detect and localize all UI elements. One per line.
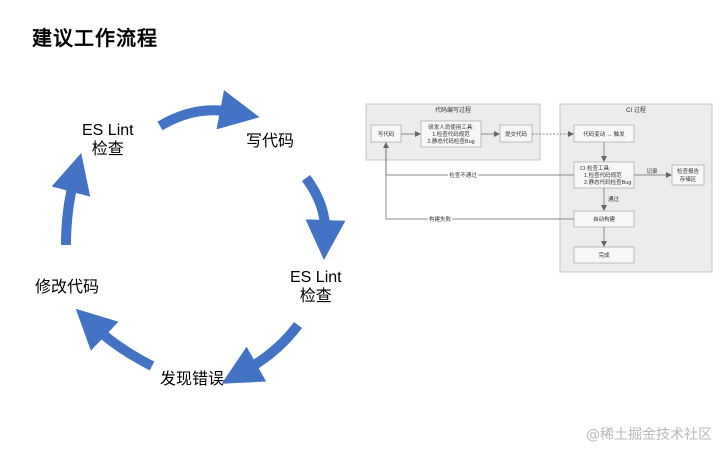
node-ci-check-line2: 1.检查代码规范 — [584, 171, 622, 179]
cycle-step-eslint-check-top: ES Lint 检查 — [82, 121, 134, 159]
node-dev-tools — [420, 120, 482, 148]
node-ci-check-line3: 2.静态代码检查Bug — [584, 178, 631, 186]
cycle-step-fix-code: 修改代码 — [35, 279, 100, 296]
edge-record-label: 记录 — [646, 167, 658, 175]
node-done-text: 完成 — [598, 251, 610, 259]
cycle-arrow-to-eslint-check-top — [51, 152, 91, 246]
panel-ci-title: CI 过程 — [626, 106, 646, 114]
node-report — [671, 164, 705, 186]
cycle-arrow-to-find-errors — [221, 321, 303, 384]
node-done — [573, 246, 635, 264]
edge-build-failed-label: 构建失败 — [429, 215, 452, 223]
edge-build-failed — [385, 143, 574, 220]
node-submit-code-text: 提交代码 — [505, 130, 528, 138]
cycle-arrow-to-fix-code — [75, 308, 155, 371]
page-title: 建议工作流程 — [32, 28, 158, 50]
node-ci-check-line1: CI 检查工具: — [580, 164, 611, 172]
cycle-step-write-code: 写代码 — [246, 133, 295, 150]
cycle-step-eslint-check: ES Lint 检查 — [290, 268, 342, 306]
node-report-line1: 检查报告 — [677, 167, 700, 175]
edge-pass-label: 通过 — [608, 195, 620, 203]
cycle-step-eslint-check-text: ES Lint 检查 — [290, 269, 342, 305]
node-auto-build-text: 自动构建 — [593, 215, 616, 223]
panel-code-writing-title: 代码编写过程 — [435, 106, 471, 114]
node-dev-tools-line1: 研发人员使用工具: — [428, 123, 474, 131]
cycle-arrow-to-eslint-check — [301, 175, 346, 260]
node-dev-tools-line3: 2.静态代码检查Bug — [427, 137, 474, 145]
node-write-code-text: 写代码 — [378, 130, 395, 138]
node-submit-code — [499, 124, 533, 143]
cycle-arrow-to-write-code — [157, 90, 260, 131]
node-code-change-text: 代码变动 → 触发 — [583, 130, 625, 138]
cycle-step-find-errors: 发现错误 — [160, 371, 225, 388]
watermark: @稀土掘金技术社区 — [586, 427, 712, 443]
node-dev-tools-line2: 1.检查代码规范 — [432, 130, 470, 138]
node-report-line2: 存储区 — [680, 175, 697, 183]
cycle-step-eslint-check-top-text: ES Lint 检查 — [82, 122, 134, 158]
edge-check-failed-label: 检查不通过 — [449, 171, 477, 179]
